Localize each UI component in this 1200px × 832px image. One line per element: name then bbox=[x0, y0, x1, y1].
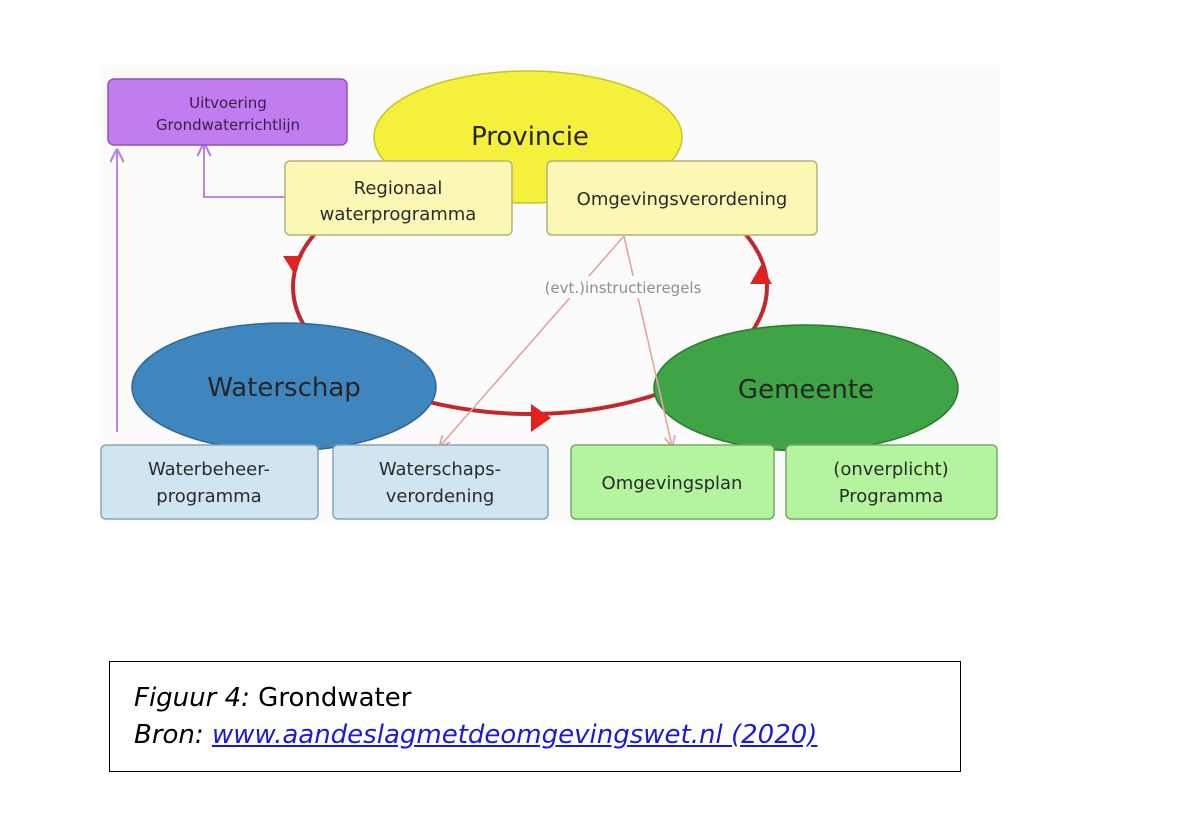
regionaal-waterprogramma-box bbox=[284, 160, 513, 236]
regionaal-label-line2: waterprogramma bbox=[320, 204, 477, 225]
programma-label-line1: (onverplicht) bbox=[833, 459, 948, 480]
cycle-arrow-bottom bbox=[531, 404, 551, 432]
waterbeheer-label-line2: programma bbox=[156, 486, 261, 507]
caption-figure-title: Grondwater bbox=[258, 683, 412, 713]
regionaal-to-uitvoering-line bbox=[204, 144, 286, 198]
waterschapsverordening-box bbox=[332, 444, 549, 520]
caption-source-link[interactable]: www.aandeslagmetdeomgevingswet.nl (2020) bbox=[211, 720, 818, 750]
omgevingsverordening-box bbox=[546, 160, 818, 236]
instructieregels-arrow-gemeente bbox=[623, 235, 672, 446]
instructieregels-label: (evt.)instructieregels bbox=[545, 279, 702, 297]
onverplicht-programma-box bbox=[785, 444, 998, 520]
omgevingsplan-label: Omgevingsplan bbox=[602, 473, 743, 494]
figure-caption: Figuur 4: Grondwater Bron: www.aandeslag… bbox=[109, 661, 961, 772]
omgevingsverordening-label: Omgevingsverordening bbox=[577, 189, 788, 210]
cycle-arrow-right bbox=[750, 265, 772, 284]
waterschap-label: Waterschap bbox=[207, 373, 361, 403]
instructieregels-arrow-waterschap bbox=[440, 235, 625, 446]
caption-title-line: Figuur 4: Grondwater bbox=[134, 680, 936, 717]
uitvoering-label-line2: Grondwaterrichtlijn bbox=[156, 116, 300, 134]
waterschaps-label-line1: Waterschaps- bbox=[379, 459, 501, 480]
cycle-arrow-left bbox=[283, 256, 303, 272]
waterbeheer-label-line1: Waterbeheer- bbox=[148, 459, 270, 480]
provincie-label: Provincie bbox=[471, 122, 589, 152]
uitvoering-box bbox=[107, 78, 348, 146]
regionaal-label-line1: Regionaal bbox=[354, 178, 443, 199]
programma-label-line2: Programma bbox=[839, 486, 944, 507]
omgevingsplan-box bbox=[570, 444, 775, 520]
caption-source-label: Bron: bbox=[134, 720, 204, 750]
waterschaps-label-line2: verordening bbox=[386, 486, 495, 507]
waterbeheerprogramma-box bbox=[100, 444, 319, 520]
instructieregels-label-bg bbox=[524, 276, 722, 298]
gemeente-label: Gemeente bbox=[738, 375, 874, 405]
caption-source-line: Bron: www.aandeslagmetdeomgevingswet.nl … bbox=[134, 717, 936, 754]
uitvoering-label-line1: Uitvoering bbox=[189, 94, 267, 112]
caption-figure-label: Figuur 4: bbox=[134, 683, 250, 713]
